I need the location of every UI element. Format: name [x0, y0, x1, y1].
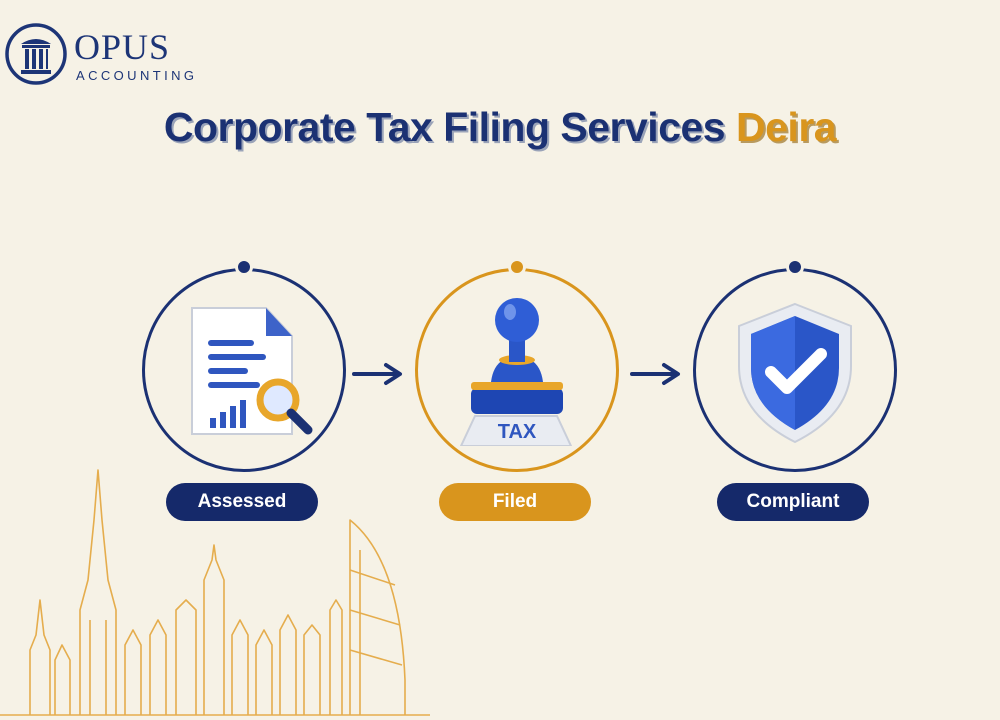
shield-check-icon [738, 302, 852, 444]
step-label-assessed: Assessed [166, 483, 318, 521]
brand-name: OPUS [74, 27, 171, 67]
pillar-logo-icon [5, 23, 67, 85]
document-magnifier-icon [191, 307, 313, 435]
stamp-text: TAX [498, 421, 537, 443]
step-assessed: Assessed [142, 258, 352, 528]
step-filed: TAX Filed [415, 258, 625, 528]
arrow-right-icon [352, 363, 402, 385]
step-dot [786, 258, 804, 276]
tax-stamp-icon: TAX [459, 298, 573, 446]
dubai-skyline-illustration [0, 469, 430, 716]
step-dot [508, 258, 526, 276]
page-title: Corporate Tax Filing Services Deira [0, 104, 1000, 151]
step-label-compliant: Compliant [717, 483, 869, 521]
arrow-right-icon [630, 363, 680, 385]
brand-tagline: ACCOUNTING [76, 68, 198, 83]
step-label-filed: Filed [439, 483, 591, 521]
title-accent: Deira [736, 104, 837, 150]
step-dot [235, 258, 253, 276]
step-compliant: Compliant [693, 258, 903, 528]
title-main: Corporate Tax Filing Services [163, 104, 726, 150]
brand-logo: OPUS ACCOUNTING [4, 22, 204, 92]
